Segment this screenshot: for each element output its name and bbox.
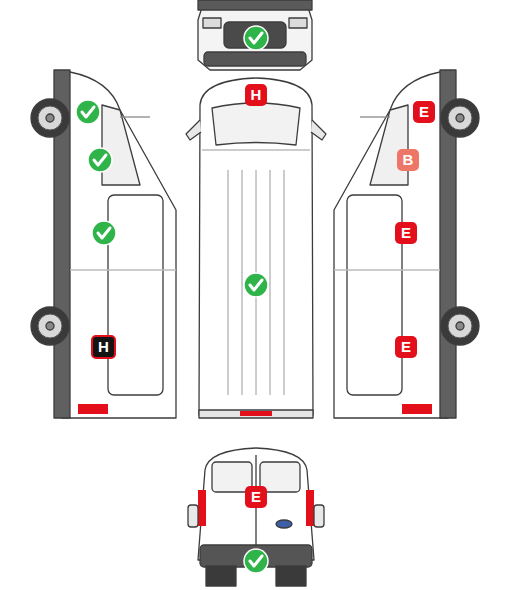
damage-badge: B [397, 149, 419, 171]
badge-letter: E [401, 339, 411, 355]
badge-letter: H [251, 87, 262, 103]
damage-badge: E [395, 336, 417, 358]
badge-letter: E [419, 104, 429, 120]
badge-letter: E [401, 225, 411, 241]
damage-badge: E [395, 222, 417, 244]
damage-badge: H [245, 84, 267, 106]
badge-letter: E [251, 489, 261, 505]
badge-letter: H [98, 339, 109, 355]
badge-letter: B [403, 152, 414, 168]
damage-badge: H [91, 335, 116, 359]
damage-badge: E [245, 486, 267, 508]
damage-badge: E [413, 101, 435, 123]
